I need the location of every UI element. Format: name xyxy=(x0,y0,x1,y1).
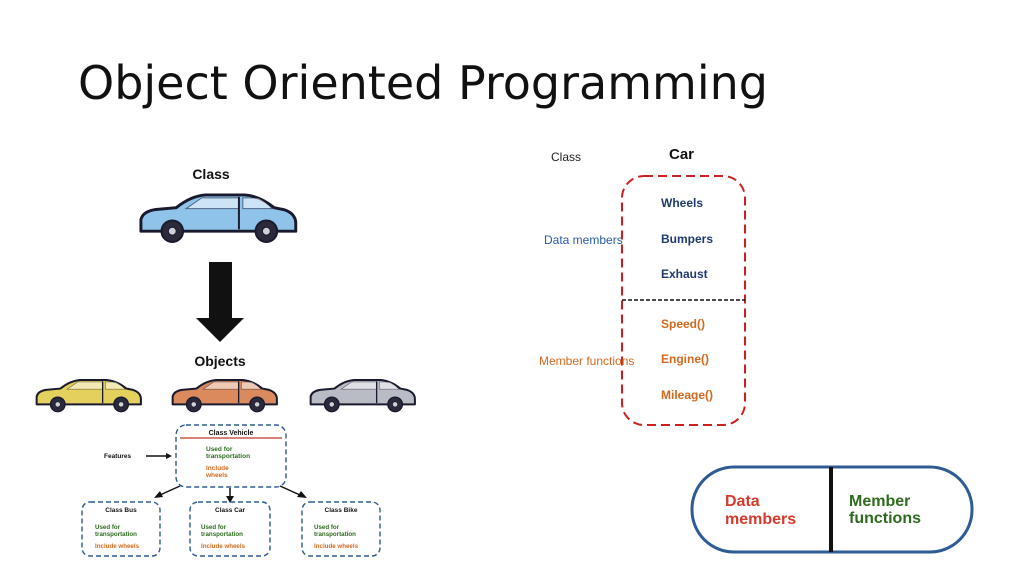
member-functions-label: Member functions xyxy=(539,354,634,368)
sub-box-line2: transportation xyxy=(314,531,356,538)
vehicle-class-box xyxy=(175,424,287,488)
sub-box-line1: Used for xyxy=(95,524,121,531)
class-objects-figure: Class Objects Class Vehicle Used for tra… xyxy=(35,166,416,557)
member-function-item: Engine() xyxy=(661,352,709,366)
capsule-left-line2: members xyxy=(725,511,796,528)
blue-car-icon xyxy=(139,193,298,244)
slide-title: Object Oriented Programming xyxy=(78,56,768,110)
class-car-box: Class Car Used for transportation Includ… xyxy=(189,501,271,557)
member-function-item: Speed() xyxy=(661,317,705,331)
sub-box-line2: transportation xyxy=(95,531,137,538)
class-members-figure: Class Car Data members Member functions … xyxy=(539,146,746,426)
features-label: Features xyxy=(104,453,131,460)
capsule-right-line1: Member xyxy=(849,493,910,510)
sub-box-line3: Include wheels xyxy=(95,543,140,550)
right-class-label: Class xyxy=(551,150,581,164)
data-members-label: Data members xyxy=(544,233,623,247)
class-label: Class xyxy=(192,166,230,182)
capsule-right-line2: functions xyxy=(849,510,921,527)
vehicle-box-line2: transportation xyxy=(206,453,250,460)
vehicle-box-line1: Used for xyxy=(206,446,233,453)
sub-box-line1: Used for xyxy=(314,524,340,531)
class-bus-box: Class Bus Used for transportation Includ… xyxy=(81,501,161,557)
sub-box-title: Class Car xyxy=(215,507,245,514)
orange-car-icon xyxy=(171,378,278,413)
down-arrow-icon xyxy=(196,262,244,342)
objects-label: Objects xyxy=(194,353,246,369)
sub-box-title: Class Bus xyxy=(105,507,137,514)
gray-car-icon xyxy=(309,378,416,413)
right-class-name: Car xyxy=(669,146,694,163)
member-function-item: Mileage() xyxy=(661,388,713,402)
features-arrow-icon xyxy=(166,453,172,459)
vehicle-box-title: Class Vehicle xyxy=(209,430,254,437)
data-member-item: Bumpers xyxy=(661,232,713,246)
sub-box-line3: Include wheels xyxy=(201,543,246,550)
sub-box-line2: transportation xyxy=(201,531,243,538)
sub-box-title: Class Bike xyxy=(325,507,358,514)
sub-box-line1: Used for xyxy=(201,524,227,531)
capsule-left-line1: Data xyxy=(725,493,760,510)
data-member-item: Wheels xyxy=(661,196,703,210)
class-bike-box: Class Bike Used for transportation Inclu… xyxy=(301,501,381,557)
yellow-car-icon xyxy=(35,378,142,413)
sub-box-line3: Include wheels xyxy=(314,543,359,550)
vehicle-box-line4: wheels xyxy=(205,472,228,479)
data-member-item: Exhaust xyxy=(661,267,708,281)
vehicle-box-line3: Include xyxy=(206,465,229,472)
capsule-diagram: Data members Member functions xyxy=(690,465,974,554)
